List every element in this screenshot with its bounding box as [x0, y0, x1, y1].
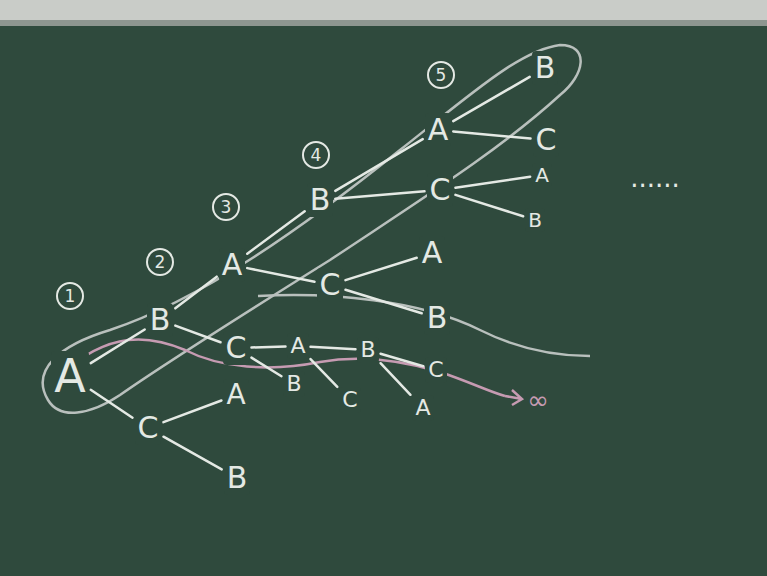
tree-node: B — [307, 183, 334, 217]
tree-node: B — [224, 461, 251, 495]
note: ∞ — [527, 387, 549, 413]
node-letter: A — [290, 335, 305, 357]
tree-node: C — [533, 123, 560, 157]
tree-branch — [453, 77, 529, 121]
node-letter: A — [535, 165, 549, 185]
tree-branch — [251, 358, 281, 377]
node-letter: B — [528, 210, 542, 230]
callout-number: 1 — [56, 282, 84, 310]
node-letter: B — [286, 373, 301, 395]
node-letter: C — [226, 333, 247, 363]
tree-node: B — [424, 301, 451, 335]
callout-number: 4 — [302, 141, 330, 169]
tree-branch — [91, 330, 145, 364]
node-letter: B — [535, 53, 556, 83]
node-letter: B — [427, 303, 448, 333]
tree-branch — [335, 139, 422, 191]
tree-node: B — [147, 303, 174, 337]
callout-number: 5 — [427, 61, 455, 89]
tree-node: C — [317, 268, 344, 302]
node-letter: B — [227, 463, 248, 493]
tree-branch — [175, 277, 216, 309]
node-letter: A — [222, 250, 243, 280]
tree-branch — [345, 258, 416, 280]
tree-branch — [247, 211, 304, 253]
node-letter: C — [536, 125, 557, 155]
node-letter: C — [138, 413, 159, 443]
tree-node: C — [223, 331, 250, 365]
tree-branch — [381, 363, 411, 395]
tree-node: A — [532, 163, 552, 187]
node-letter: A — [428, 115, 449, 145]
node-letter: A — [226, 381, 245, 409]
tree-branch — [247, 268, 314, 282]
tree-node: A — [419, 236, 446, 270]
node-letter: A — [54, 353, 85, 399]
tree-node: C — [425, 357, 446, 383]
board-frame-shadow — [0, 20, 767, 26]
tree-node: A — [51, 351, 88, 401]
note: ...... — [630, 165, 680, 191]
node-letter: B — [360, 339, 375, 361]
tree-node: B — [357, 337, 378, 363]
tree-node: A — [425, 113, 452, 147]
tree-branch — [175, 326, 220, 343]
tree-branch — [163, 437, 221, 470]
node-letter: C — [428, 359, 443, 381]
tree-node: C — [339, 387, 360, 413]
tree-branch — [455, 177, 530, 188]
tree-node: A — [219, 248, 246, 282]
callout-number: 3 — [212, 193, 240, 221]
tree-branch — [311, 347, 356, 350]
node-letter: C — [342, 389, 357, 411]
node-letter: B — [310, 185, 331, 215]
node-letter: C — [320, 270, 341, 300]
tree-branch — [453, 131, 530, 138]
infinite-arrow — [505, 390, 522, 405]
tree-node: A — [223, 379, 248, 411]
tree-node: C — [135, 411, 162, 445]
tree-branch — [163, 400, 221, 422]
tree-branch — [311, 359, 338, 387]
tree-node: B — [532, 51, 559, 85]
node-letter: A — [422, 238, 443, 268]
tree-branch — [91, 390, 133, 418]
tree-branch — [381, 354, 424, 367]
tree-node: B — [525, 208, 545, 232]
board-frame — [0, 0, 767, 26]
callout-number: 2 — [146, 248, 174, 276]
node-letter: B — [150, 305, 171, 335]
tree-branch — [455, 195, 523, 216]
infinite-path — [60, 339, 505, 396]
tree-branch — [251, 346, 285, 347]
tree-node: C — [427, 173, 454, 207]
tree-branch — [335, 191, 424, 198]
tree-node: A — [412, 395, 433, 421]
path-loop — [43, 45, 581, 413]
tree-node: A — [287, 333, 308, 359]
node-letter: C — [430, 175, 451, 205]
tree-branch — [345, 290, 421, 314]
node-letter: A — [415, 397, 430, 419]
tree-node: B — [283, 371, 304, 397]
